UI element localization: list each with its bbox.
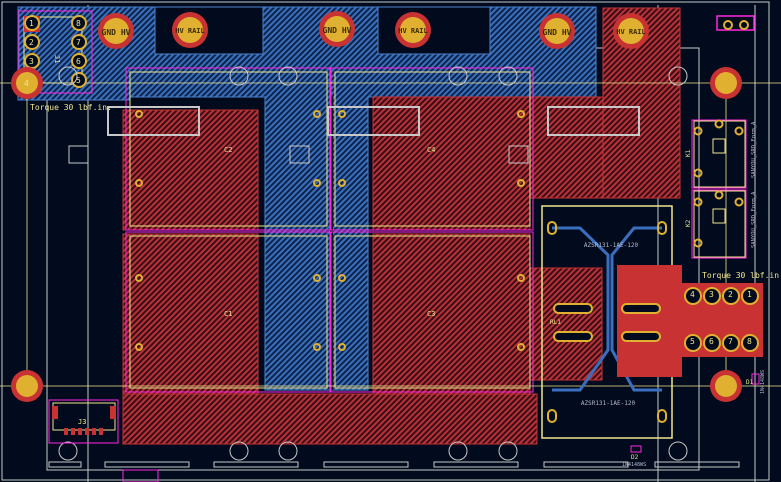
j1-pin-4: 4 [24, 79, 29, 88]
j1-pin-6: 6 [76, 57, 81, 66]
front-copper-zone-bottom[interactable] [122, 393, 538, 445]
torque-note: Torque 30 lbf.in. [702, 271, 781, 280]
power-terminals[interactable] [98, 11, 649, 49]
pin-label: 4 [690, 290, 695, 299]
small-header[interactable] [716, 15, 755, 31]
zone-cutout [154, 6, 264, 55]
cap-c4-label: C4 [427, 146, 435, 154]
d2-ref: D2 [631, 454, 639, 461]
courtyard [122, 469, 159, 482]
npth-holes [58, 66, 688, 461]
relay-k2[interactable] [691, 189, 747, 259]
diode-d1[interactable] [751, 373, 760, 385]
zone-cutout [377, 6, 491, 55]
gnd-hv-label: GND HV [102, 28, 131, 37]
pin-label: 5 [690, 337, 695, 346]
cap-c4-zone[interactable] [372, 96, 531, 231]
front-copper-zone[interactable] [527, 96, 604, 199]
diode-d2[interactable] [630, 445, 642, 453]
edge-slots [48, 461, 740, 468]
cap-c1-zone[interactable] [122, 233, 259, 395]
k2-value: SANYOU_SRD_Form_A [751, 191, 757, 248]
d2-value: 1N4148WS [622, 462, 646, 468]
pin-label: 2 [728, 290, 733, 299]
front-copper-zone[interactable] [529, 267, 603, 381]
connector-right-pins[interactable] [684, 287, 759, 352]
capacitor-pads[interactable] [135, 110, 525, 351]
cap-c3-zone[interactable] [372, 233, 531, 395]
pin-label: 7 [728, 337, 733, 346]
rl1-ref: RL1 [550, 319, 561, 326]
gnd-hv-label: GND HV [543, 28, 572, 37]
j1-pin-2: 2 [29, 38, 34, 47]
pin-label: 1 [747, 290, 752, 299]
j1-pin-5: 5 [76, 76, 81, 85]
mounting-pads[interactable] [11, 67, 742, 402]
cap-c1-label: C1 [224, 310, 232, 318]
capacitor-footprints [107, 67, 640, 393]
gnd-hv-label: GND HV [323, 26, 352, 35]
cap-c2-label: C2 [224, 146, 232, 154]
torque-note: Torque 30 lbf.in. [30, 103, 112, 112]
rl1-value: AZSR131-1AE-120 [581, 400, 636, 407]
rl1-value: AZSR131-1AE-120 [584, 242, 639, 249]
k1-ref: K1 [685, 149, 692, 157]
j1-pin-7: 7 [76, 38, 81, 47]
cap-c2-zone[interactable] [122, 109, 259, 231]
j1-pins[interactable] [24, 15, 87, 88]
j1-ref: J1 [53, 55, 61, 63]
fiducials [68, 145, 529, 164]
k2-ref: K2 [685, 219, 692, 227]
j1-pin-3: 3 [29, 57, 34, 66]
relay-k1[interactable] [691, 119, 747, 189]
back-copper-zone[interactable] [17, 6, 597, 391]
cap-c3-label: C3 [427, 310, 435, 318]
k1-value: SANYOU_SRD_Form_A [751, 121, 757, 178]
hv-rail-label: HV RAIL [398, 27, 428, 35]
hv-rail-label: HV RAIL [616, 28, 646, 36]
d1-value: 1N4148WS [760, 370, 766, 394]
d1-ref: D1 [746, 379, 754, 386]
relay-rl1[interactable] [541, 205, 673, 439]
connector-j3[interactable] [48, 399, 119, 444]
j1-pin-8: 8 [76, 19, 81, 28]
j3-ref: J3 [78, 418, 86, 426]
pin-label: 3 [709, 290, 714, 299]
connector-right[interactable] [617, 265, 763, 377]
pin-label: 6 [709, 337, 714, 346]
j1-pin-1: 1 [29, 19, 34, 28]
pin-label: 8 [747, 337, 752, 346]
hv-rail-label: HV RAIL [175, 27, 205, 35]
